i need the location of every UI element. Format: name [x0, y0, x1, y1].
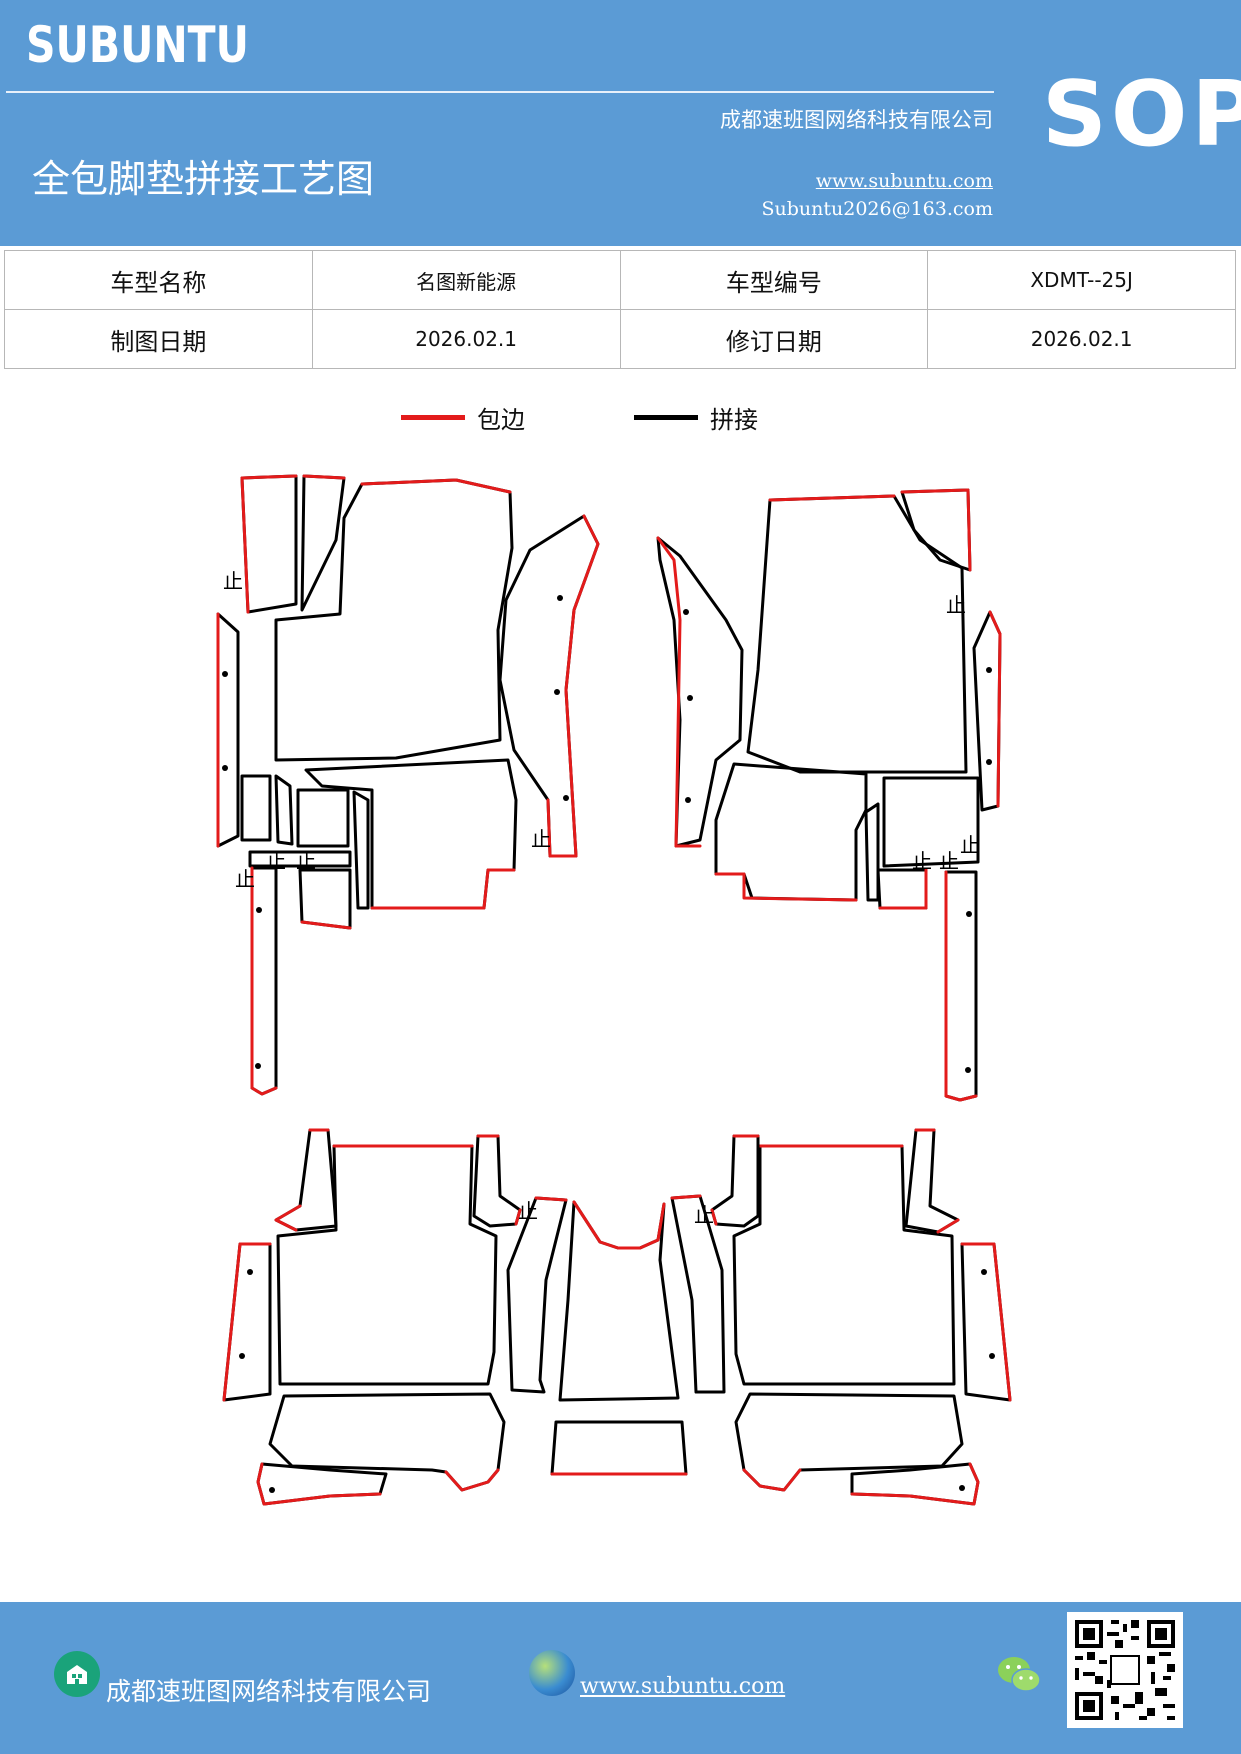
building-icon	[54, 1651, 100, 1697]
seam-marker: 止	[223, 569, 243, 593]
front-left-mat-group	[216, 474, 600, 1096]
legend-edge-swatch	[401, 415, 465, 420]
legend-edge-label: 包边	[477, 406, 525, 434]
header-url-link[interactable]: www.subuntu.com	[815, 170, 993, 192]
legend-seam-label: 拼接	[710, 406, 758, 434]
model-code-label: 车型编号	[619, 250, 929, 310]
legend-edge: 包边	[401, 400, 525, 435]
page-title: 全包脚垫拼接工艺图	[32, 157, 375, 201]
model-name-value: 名图新能源	[311, 250, 621, 310]
header-divider	[6, 91, 994, 93]
footer-banner: 成都速班图网络科技有限公司 www.subuntu.com	[0, 1602, 1241, 1754]
header-banner: SUBUNTU 成都速班图网络科技有限公司 全包脚垫拼接工艺图 www.subu…	[0, 0, 1241, 246]
draw-date-label: 制图日期	[4, 309, 313, 369]
seam-marker: 止	[518, 1199, 538, 1223]
seam-marker: 止	[960, 833, 980, 857]
model-name-label: 车型名称	[4, 250, 313, 310]
rear-right-mat-group	[710, 1128, 1012, 1506]
rear-center-mat-group	[506, 1194, 726, 1476]
revise-date-label: 修订日期	[619, 309, 929, 369]
seam-marker: 止	[939, 849, 959, 873]
rear-left-mat-group	[222, 1128, 522, 1506]
header-company: 成都速班图网络科技有限公司	[720, 108, 993, 132]
front-right-mat-group	[656, 488, 1002, 1102]
seam-marker: 止	[296, 849, 316, 873]
seam-markers: 止 止 止 止 止 止 止 止 止 止 止	[223, 569, 980, 1227]
footer-url-link[interactable]: www.subuntu.com	[580, 1674, 786, 1699]
header-email: Subuntu2026@163.com	[761, 198, 993, 220]
model-code-value: XDMT--25J	[927, 250, 1236, 310]
legend-seam: 拼接	[634, 400, 758, 435]
footer-company: 成都速班图网络科技有限公司	[106, 1677, 432, 1706]
table-row: 制图日期 2026.02.1 修订日期 2026.02.1	[4, 309, 1236, 369]
seam-marker: 止	[235, 867, 255, 891]
seam-marker: 止	[266, 849, 286, 873]
info-table: 车型名称 名图新能源 车型编号 XDMT--25J 制图日期 2026.02.1…	[4, 250, 1236, 369]
sop-badge: SOP	[1042, 62, 1241, 167]
legend-seam-swatch	[634, 415, 698, 420]
qr-code	[1067, 1612, 1183, 1728]
seam-marker: 止	[946, 593, 966, 617]
seam-marker: 止	[912, 849, 932, 873]
globe-icon	[529, 1650, 575, 1696]
wechat-icon[interactable]	[996, 1654, 1042, 1696]
seam-marker: 止	[694, 1203, 714, 1227]
table-row: 车型名称 名图新能源 车型编号 XDMT--25J	[4, 250, 1236, 310]
draw-date-value: 2026.02.1	[311, 309, 621, 369]
brand-logo: SUBUNTU	[26, 16, 249, 74]
revise-date-value: 2026.02.1	[927, 309, 1236, 369]
seam-marker: 止	[531, 827, 551, 851]
floor-mat-diagram: 止 止 止 止 止 止 止 止 止 止 止	[216, 474, 1012, 1506]
